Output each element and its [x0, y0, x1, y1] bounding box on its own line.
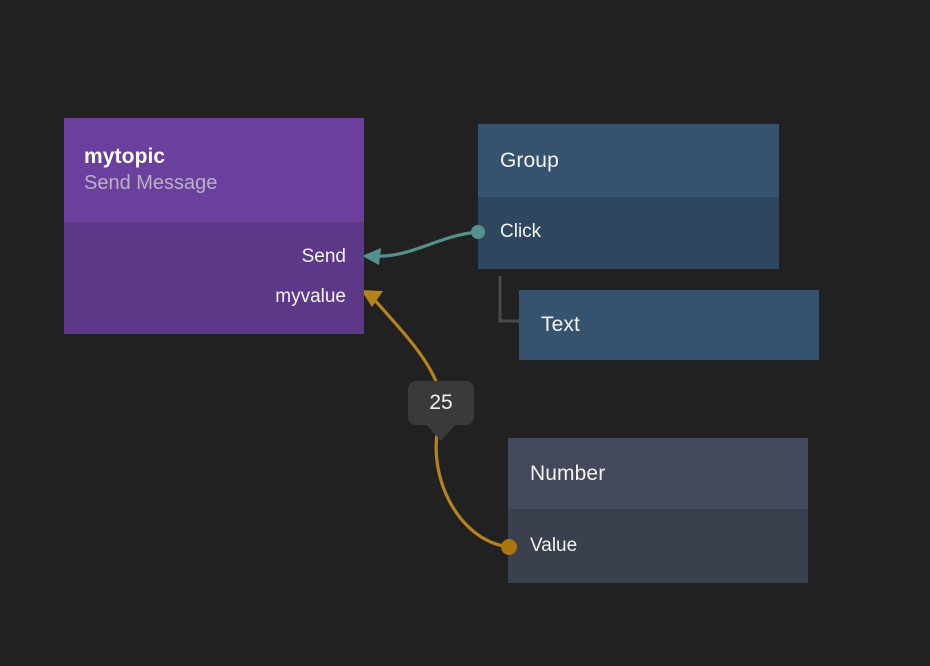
- node-group-header[interactable]: Group: [478, 124, 779, 197]
- port-dot-click[interactable]: [471, 225, 485, 239]
- output-port-send-label: Send: [301, 246, 346, 267]
- input-port-value-label: Value: [530, 535, 578, 556]
- edge-group-to-text: [498, 276, 519, 323]
- node-number[interactable]: Number Value: [508, 438, 808, 583]
- node-group-title: Group: [500, 148, 559, 172]
- edge-value-badge[interactable]: 25: [408, 381, 474, 425]
- node-group[interactable]: Group Click: [478, 124, 779, 269]
- edge-click-to-send: [374, 230, 480, 258]
- node-mytopic-title: mytopic: [84, 145, 166, 168]
- node-mytopic-body: Send myvalue: [64, 222, 364, 334]
- node-number-title: Number: [530, 461, 606, 485]
- node-mytopic-subtitle: Send Message: [84, 172, 218, 194]
- output-port-myvalue[interactable]: myvalue: [275, 286, 346, 308]
- node-text-header[interactable]: Text: [519, 290, 819, 360]
- node-text-title: Text: [541, 313, 580, 336]
- input-port-value[interactable]: Value: [530, 535, 577, 557]
- edge-value-to-myvalue-arrowhead: [361, 290, 383, 307]
- node-mytopic[interactable]: mytopic Send Message Send myvalue: [64, 118, 364, 334]
- node-mytopic-header[interactable]: mytopic Send Message: [64, 118, 364, 222]
- node-number-body: Value: [508, 509, 808, 583]
- edge-click-to-send-arrowhead: [362, 248, 381, 265]
- input-port-click-label: Click: [500, 221, 542, 242]
- input-port-click[interactable]: Click: [500, 221, 541, 243]
- node-number-header[interactable]: Number: [508, 438, 808, 509]
- output-port-myvalue-label: myvalue: [275, 286, 346, 307]
- node-text[interactable]: Text: [519, 290, 819, 360]
- node-group-body: Click: [478, 197, 779, 269]
- edge-value-badge-label: 25: [429, 391, 453, 414]
- output-port-send[interactable]: Send: [302, 246, 346, 268]
- edge-value-badge-tail: [426, 424, 456, 441]
- port-dot-value[interactable]: [501, 539, 517, 555]
